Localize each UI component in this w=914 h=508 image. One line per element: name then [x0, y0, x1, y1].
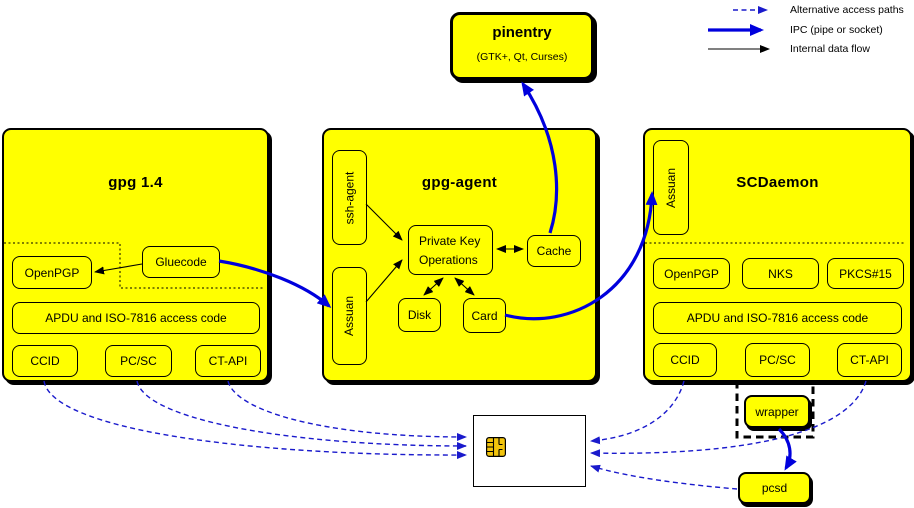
pcsd-box: pcsd — [738, 472, 811, 504]
legend-item-internal: Internal data flow — [705, 41, 870, 57]
dashed-arrow-icon — [733, 6, 768, 14]
scd-apdu-box: APDU and ISO-7816 access code — [653, 302, 902, 334]
scd-ctapi-box: CT-API — [837, 343, 902, 377]
scd-pcsc-box: PC/SC — [745, 343, 810, 377]
alt-gpg14-pcsc-to-card — [136, 380, 467, 450]
alt-gpg14-ctapi-to-card — [227, 380, 467, 441]
alt-scd-ccid-to-card — [590, 380, 685, 445]
alt-pcsd-to-card — [590, 464, 738, 490]
assuan-label: Assuan — [664, 167, 678, 208]
gpg14-openpgp-box: OpenPGP — [12, 256, 92, 289]
gpg-agent-box: gpg-agent ssh-agent Assuan Private Key O… — [322, 128, 597, 382]
agent-cache-box: Cache — [527, 235, 581, 267]
agent-card-box: Card — [463, 298, 506, 333]
scd-nks-box: NKS — [742, 258, 819, 289]
agent-private-key-ops-box: Private Key Operations — [408, 225, 493, 275]
agent-ssh-agent-box: ssh-agent — [332, 150, 367, 245]
assuan-label: Assuan — [342, 295, 357, 337]
gpg-agent-title: gpg-agent — [421, 174, 498, 191]
ipc-wrapper-to-pcsd — [777, 427, 797, 471]
ipc-arrow-icon — [708, 24, 764, 36]
scdaemon-title: SCDaemon — [736, 174, 819, 191]
gpg14-box: gpg 1.4 OpenPGP Gluecode APDU and ISO-78… — [2, 128, 269, 382]
alt-gpg14-ccid-to-card — [43, 380, 467, 460]
scd-openpgp-box: OpenPGP — [653, 258, 730, 289]
wrapper-box: wrapper — [744, 395, 810, 428]
alt-scd-ctapi-to-card — [590, 380, 867, 458]
agent-assuan-box: Assuan — [332, 267, 367, 365]
gpg14-gluecode-box: Gluecode — [142, 246, 220, 278]
smartcard-box — [473, 415, 586, 487]
gpg14-apdu-box: APDU and ISO-7816 access code — [12, 302, 260, 334]
pinentry-title: pinentry — [492, 24, 552, 41]
legend-label: IPC (pipe or socket) — [790, 24, 883, 36]
ssh-agent-label: ssh-agent — [342, 171, 357, 224]
pinentry-box: pinentry (GTK+, Qt, Curses) — [450, 12, 594, 80]
gpg14-ctapi-box: CT-API — [195, 345, 261, 377]
gpg14-pcsc-box: PC/SC — [105, 345, 172, 377]
internal-flow-arrow-icon — [708, 45, 770, 53]
legend-item-ipc: IPC (pipe or socket) — [705, 22, 883, 38]
legend-item-alternative: Alternative access paths — [705, 2, 904, 18]
gpg14-title: gpg 1.4 — [108, 174, 163, 191]
pinentry-subtitle: (GTK+, Qt, Curses) — [476, 51, 568, 63]
agent-disk-box: Disk — [398, 298, 441, 332]
legend-label: Internal data flow — [790, 43, 870, 55]
legend-label: Alternative access paths — [790, 4, 904, 16]
scd-assuan-box: Assuan — [653, 140, 689, 235]
scd-pkcs15-box: PKCS#15 — [827, 258, 904, 289]
smartcard-chip-icon — [486, 437, 506, 457]
scd-ccid-box: CCID — [653, 343, 717, 377]
scdaemon-box: SCDaemon Assuan OpenPGP NKS PKCS#15 APDU… — [643, 128, 912, 382]
gpg14-ccid-box: CCID — [12, 345, 78, 377]
